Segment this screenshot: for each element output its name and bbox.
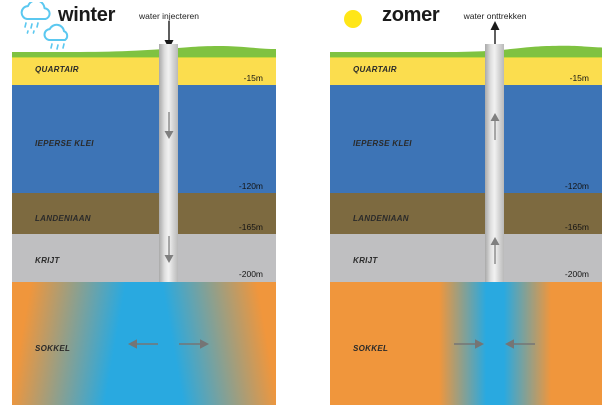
- layer-label-ieperse-klei: IEPERSE KLEI: [35, 139, 94, 148]
- well-screen: [159, 282, 178, 390]
- flow-down-arrow-icon: [162, 112, 176, 145]
- inflow-left-arrow-icon: [454, 337, 484, 355]
- flow-down-arrow-icon: [162, 236, 176, 269]
- ground-surface: [330, 43, 602, 59]
- warm-ground-left: [12, 282, 150, 405]
- layer-label-sokkel: SOKKEL: [35, 344, 71, 353]
- outflow-left-arrow-icon: [128, 337, 158, 355]
- layer-label-quartair: QUARTAIR: [353, 65, 397, 74]
- layer-label-krijt: KRIJT: [35, 256, 60, 265]
- layer-ieperse-klei: [330, 85, 602, 193]
- layer-label-landeniaan: LANDENIAAN: [35, 214, 91, 223]
- layer-krijt: [330, 234, 602, 282]
- season-title: winter: [58, 4, 116, 26]
- ground-surface: [12, 43, 276, 59]
- layer-label-ieperse-klei: IEPERSE KLEI: [353, 139, 412, 148]
- flow-up-arrow-icon: [488, 112, 502, 145]
- depth-label-200m: -200m: [238, 269, 263, 279]
- layer-quartair: [12, 58, 276, 85]
- layer-landeniaan: [12, 193, 276, 234]
- layer-label-krijt: KRIJT: [353, 256, 378, 265]
- layer-label-landeniaan: LANDENIAAN: [353, 214, 409, 223]
- well-screen: [485, 282, 504, 390]
- depth-label-15m: -15m: [243, 73, 263, 83]
- depth-label-120m: -120m: [564, 181, 589, 191]
- well-casing: [485, 44, 504, 282]
- layer-ieperse-klei: [12, 85, 276, 193]
- depth-label-165m: -165m: [238, 222, 263, 232]
- sun-icon: [343, 9, 363, 34]
- panel-winter: winter water injecteren QUARTAIR IEPERSE…: [12, 0, 276, 405]
- layer-label-sokkel: SOKKEL: [353, 344, 389, 353]
- well-casing: [159, 44, 178, 282]
- action-label: water onttrekken: [463, 11, 527, 21]
- depth-label-120m: -120m: [238, 181, 263, 191]
- outflow-right-arrow-icon: [179, 337, 209, 355]
- inflow-right-arrow-icon: [505, 337, 535, 355]
- depth-label-15m: -15m: [569, 73, 589, 83]
- panel-zomer: zomer water onttrekken QUARTAIR IEPERSE …: [330, 0, 602, 405]
- layer-quartair: [330, 58, 602, 85]
- layer-krijt: [12, 234, 276, 282]
- action-label: water injecteren: [138, 11, 199, 21]
- layer-label-quartair: QUARTAIR: [35, 65, 79, 74]
- season-title: zomer: [382, 4, 440, 26]
- layer-landeniaan: [330, 193, 602, 234]
- depth-label-165m: -165m: [564, 222, 589, 232]
- depth-label-200m: -200m: [564, 269, 589, 279]
- layer-sokkel-cold-bubble: [12, 282, 276, 405]
- flow-up-arrow-icon: [488, 236, 502, 269]
